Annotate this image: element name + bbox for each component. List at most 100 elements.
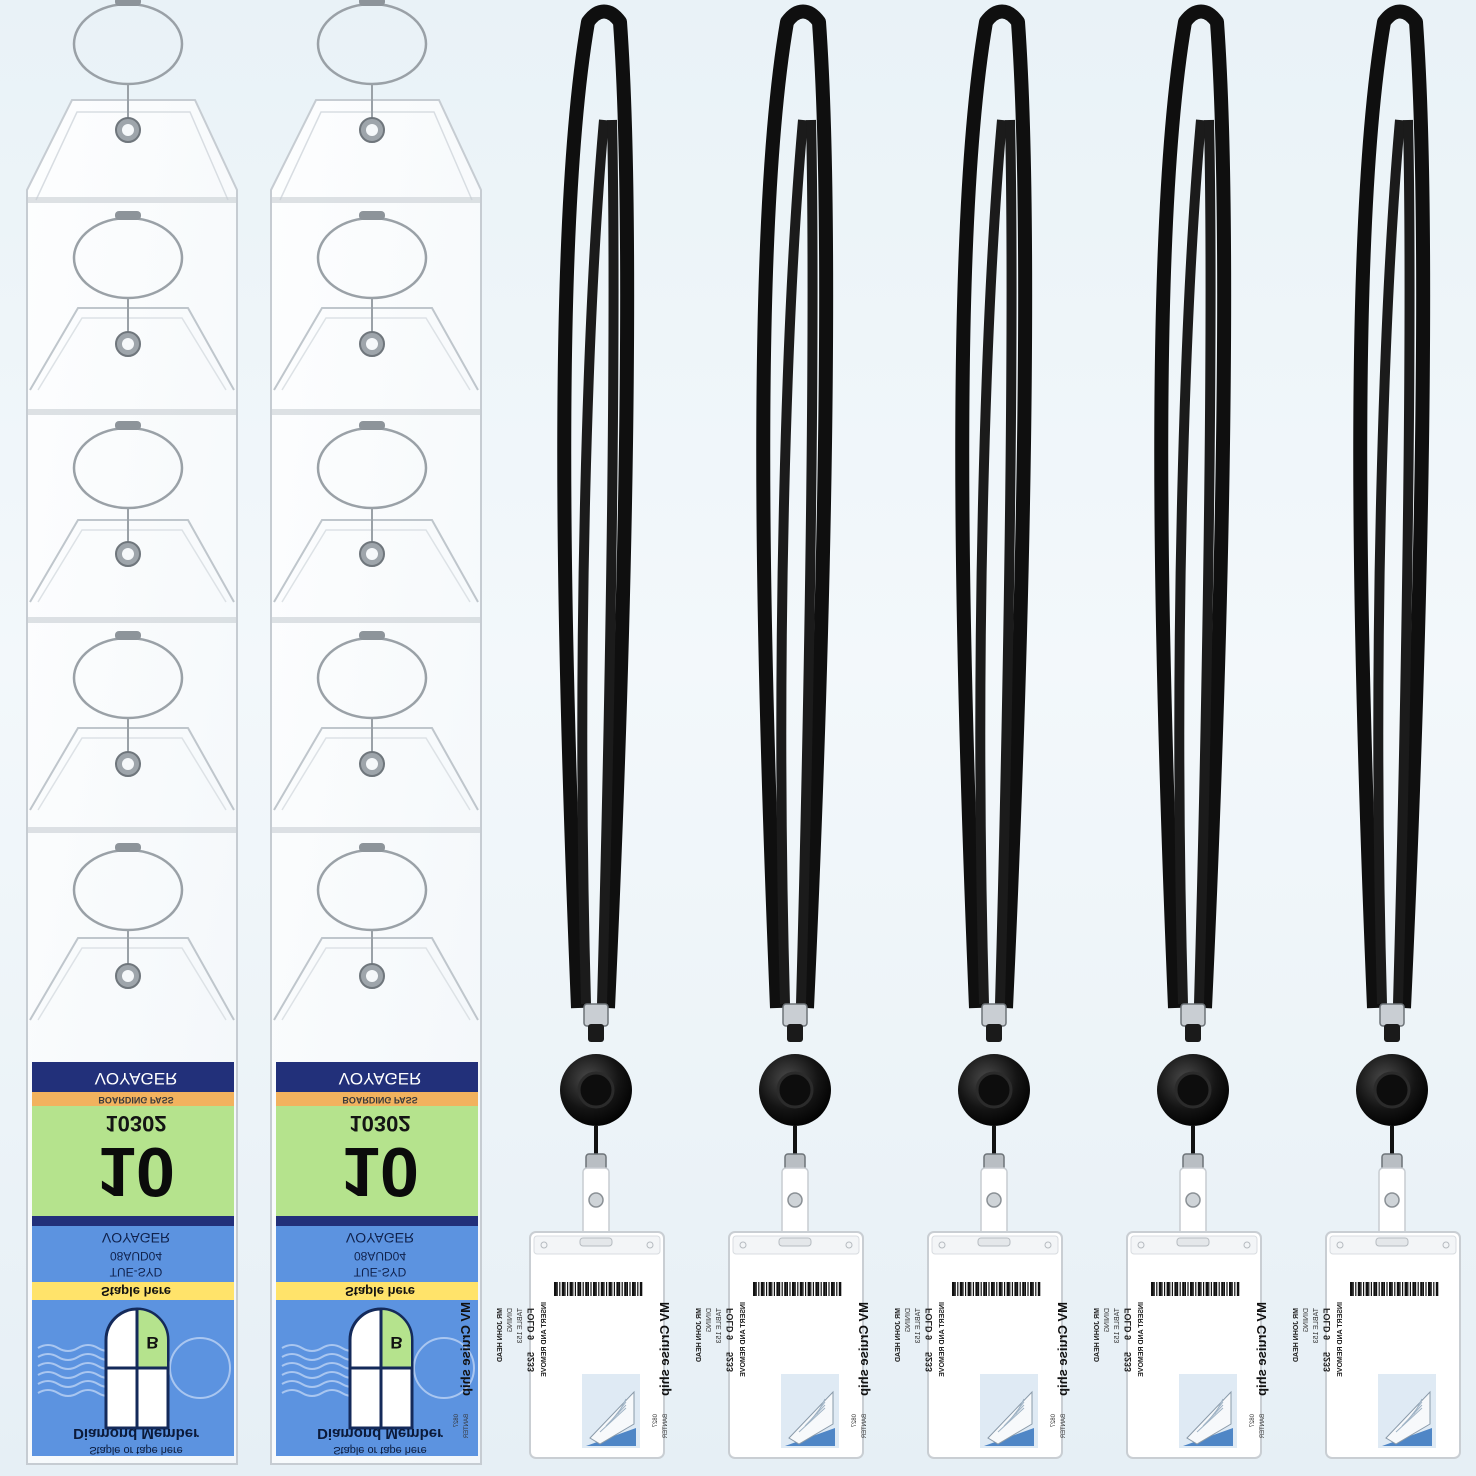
card-insert-label: INSERT AND REMOVE <box>740 1302 747 1377</box>
steel-loop-ring-icon <box>316 421 428 546</box>
card-name: MR JOHN HEAD <box>1094 1308 1101 1362</box>
card-ship-name: MV Cruise ship <box>1254 1302 1269 1396</box>
cruise-ship-photo-icon <box>1179 1374 1237 1448</box>
cruise-ship-photo-icon <box>582 1374 640 1448</box>
badge-reel-icon <box>560 1054 632 1156</box>
lanyard-strap <box>1154 4 1232 1009</box>
card-table: TABLE 153 <box>517 1308 524 1343</box>
postmark-waves-icon <box>281 1337 475 1399</box>
lanyard-strap <box>756 4 834 1009</box>
pass-brand: VOYAGER <box>95 1069 178 1088</box>
card-serial: 0827 <box>852 1414 858 1428</box>
tag-pocket <box>28 827 236 1021</box>
badge-reel-icon <box>958 1054 1030 1156</box>
card-banter: BANTER <box>1061 1414 1067 1439</box>
card-dining: DINING <box>706 1308 713 1333</box>
badge-clip-icon <box>1378 1153 1406 1241</box>
badge-clip-icon <box>781 1153 809 1241</box>
metal-crimp-icon <box>583 1003 609 1027</box>
card-number: 5233 <box>725 1352 735 1372</box>
steel-loop-ring-icon <box>72 631 184 756</box>
lanyard-strap <box>1353 4 1431 1009</box>
tag-pocket <box>28 409 236 603</box>
seat-grid-letter: B <box>146 1333 158 1352</box>
steel-loop-ring-icon <box>316 0 428 122</box>
metal-crimp-icon <box>981 1003 1007 1027</box>
card-banter: BANTER <box>464 1414 470 1439</box>
pass-staple-label: Staple here <box>345 1284 415 1299</box>
barcode-icon <box>554 1282 643 1296</box>
pass-route: TUE-SYD <box>354 1265 407 1279</box>
card-serial: 0827 <box>454 1414 460 1428</box>
grommet-icon <box>115 963 141 989</box>
pass-route-code: 08AUD04 <box>110 1249 162 1263</box>
barcode-icon <box>952 1282 1041 1296</box>
steel-loop-ring-icon <box>72 211 184 336</box>
card-ship-name: MV Cruise ship <box>1055 1302 1070 1396</box>
tag-pocket <box>272 827 480 1021</box>
pass-route-code: 08AUD04 <box>354 1249 406 1263</box>
pass-member: Diamond Member <box>317 1425 443 1442</box>
cruise-ship-photo-icon <box>781 1374 839 1448</box>
card-insert-label: INSERT AND REMOVE <box>1138 1302 1145 1377</box>
lanyard-strap <box>557 4 635 1009</box>
tag-pocket <box>28 617 236 811</box>
grommet-icon <box>115 117 141 143</box>
lanyard-strap <box>955 4 1033 1009</box>
pass-big-number: 10 <box>341 1133 419 1211</box>
grommet-icon <box>359 331 385 357</box>
card-name: MR JOHN HEAD <box>1293 1308 1300 1362</box>
grommet-icon <box>115 331 141 357</box>
pass-type: BOARDING PASS <box>98 1095 173 1105</box>
pass-member: Diamond Member <box>73 1425 199 1442</box>
steel-loop-ring-icon <box>316 211 428 336</box>
tag-pocket <box>272 617 480 811</box>
badge-clip-icon <box>1179 1153 1207 1241</box>
badge-clip-icon <box>980 1153 1008 1241</box>
card-name: MR JOHN HEAD <box>895 1308 902 1362</box>
card-ship-name: MV Cruise ship <box>856 1302 871 1396</box>
card-number: 5233 <box>526 1352 536 1372</box>
tag-pocket <box>272 409 480 603</box>
card-insert-label: INSERT AND REMOVE <box>1337 1302 1344 1377</box>
badge-reel-icon <box>1157 1054 1229 1156</box>
tag-pocket <box>272 197 480 391</box>
grommet-icon <box>359 117 385 143</box>
metal-crimp-icon <box>782 1003 808 1027</box>
pass-brand: VOYAGER <box>339 1069 422 1088</box>
steel-loop-ring-icon <box>72 421 184 546</box>
card-fold: FOLD 9 <box>725 1308 735 1340</box>
card-dining: DINING <box>507 1308 514 1333</box>
pass-member-note: Staple or tape here <box>89 1444 183 1456</box>
card-table: TABLE 153 <box>1313 1308 1320 1343</box>
card-ship-name: MV Cruise ship <box>458 1302 473 1396</box>
id-badge-holder: INSERT AND REMOVE FOLD 9 5233 TABLE 153DINI… <box>653 1231 864 1459</box>
pass-route: TUE-SYD <box>110 1265 163 1279</box>
barcode-icon <box>1151 1282 1240 1296</box>
grommet-icon <box>359 751 385 777</box>
card-dining: DINING <box>1104 1308 1111 1333</box>
card-table: TABLE 153 <box>1114 1308 1121 1343</box>
steel-loop-ring-icon <box>316 843 428 968</box>
card-dining: DINING <box>905 1308 912 1333</box>
cruise-card-text: INSERT AND REMOVE FOLD 9 5233 TABLE 153DINI… <box>653 1302 747 1439</box>
card-insert-label: INSERT AND REMOVE <box>541 1302 548 1377</box>
card-ship-name: MV Cruise ship <box>657 1302 672 1396</box>
card-fold: FOLD 9 <box>1322 1308 1332 1340</box>
card-insert-label: INSERT AND REMOVE <box>939 1302 946 1377</box>
card-table: TABLE 153 <box>716 1308 723 1343</box>
lanyard: INSERT AND REMOVE FOLD 9 5233 TABLE 153DINI… <box>653 4 864 1459</box>
